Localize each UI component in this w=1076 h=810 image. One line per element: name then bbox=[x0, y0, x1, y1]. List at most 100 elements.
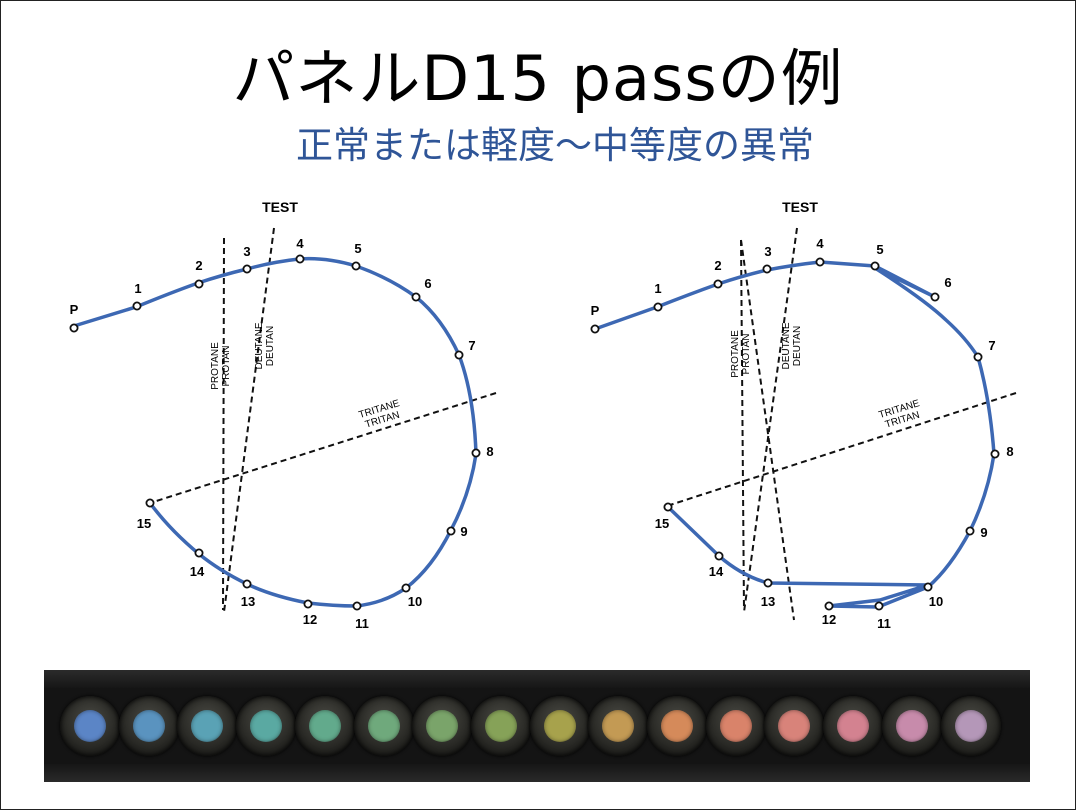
deutan-label-line1: DEUTANE bbox=[781, 322, 792, 369]
arrangement-curve bbox=[72, 256, 478, 608]
cap-label-9: 9 bbox=[460, 524, 467, 539]
cap-color-swatch bbox=[484, 710, 517, 742]
cap-marker-1 bbox=[653, 302, 663, 312]
cap-label-13: 13 bbox=[241, 594, 255, 609]
color-cap-7 bbox=[412, 696, 473, 756]
cap-label-7: 7 bbox=[468, 338, 475, 353]
protan-axis-line bbox=[222, 237, 225, 611]
cap-label-8: 8 bbox=[486, 444, 493, 459]
cap-marker-8 bbox=[990, 449, 1000, 459]
color-cap-3 bbox=[177, 696, 238, 756]
cap-marker-15 bbox=[663, 502, 673, 512]
cap-color-swatch bbox=[719, 710, 752, 742]
test-label: TEST bbox=[782, 199, 818, 215]
color-cap-13 bbox=[764, 696, 825, 756]
protan-label-line2: PROTAN bbox=[221, 346, 232, 387]
cap-marker-3 bbox=[762, 264, 772, 274]
cap-label-15: 15 bbox=[655, 516, 669, 531]
cap-label-6: 6 bbox=[944, 275, 951, 290]
cap-color-swatch bbox=[132, 710, 165, 742]
d15-diagrams: TEST PROTANE PROTAN DEUTANE DEUTAN TRITA… bbox=[69, 199, 1017, 631]
d15-diagram-normal: TEST PROTANE PROTAN DEUTANE DEUTAN TRITA… bbox=[69, 199, 497, 631]
cap-label-14: 14 bbox=[190, 564, 205, 579]
cap-color-swatch bbox=[543, 710, 576, 742]
protan-label-line1: PROTANE bbox=[210, 342, 221, 390]
cap-marker-7 bbox=[973, 352, 983, 362]
cap-marker-15 bbox=[145, 498, 155, 508]
cap-marker-5 bbox=[870, 261, 880, 271]
d15-diagram-mild-anomaly: TEST PROTANE PROTAN DEUTANE DEUTAN TRITA… bbox=[590, 199, 1017, 631]
cap-label-9: 9 bbox=[980, 525, 987, 540]
cap-label-5: 5 bbox=[354, 241, 361, 256]
color-cap-12 bbox=[705, 696, 766, 756]
protan-label-line1: PROTANE bbox=[730, 330, 741, 378]
cap-label-14: 14 bbox=[709, 564, 724, 579]
protan-label-line2: PROTAN bbox=[741, 334, 752, 375]
protan-axis-line bbox=[740, 239, 745, 611]
cap-label-13: 13 bbox=[761, 594, 775, 609]
slide-title: パネルD15 passの例 bbox=[232, 42, 844, 115]
cap-marker-6 bbox=[411, 292, 421, 302]
cap-label-12: 12 bbox=[303, 612, 317, 627]
cap-marker-p bbox=[69, 323, 79, 333]
color-cap-2 bbox=[118, 696, 179, 756]
cap-color-swatch bbox=[661, 710, 693, 742]
color-cap-5 bbox=[294, 696, 355, 756]
deutan-axis-line-2 bbox=[740, 239, 795, 621]
strip-rail-top bbox=[44, 670, 1030, 688]
cap-label-11: 11 bbox=[355, 616, 369, 631]
cap-label-7: 7 bbox=[988, 338, 995, 353]
cap-marker-9 bbox=[965, 526, 975, 536]
cap-marker-p bbox=[590, 324, 600, 334]
color-cap-10 bbox=[588, 696, 649, 756]
cap-marker-2 bbox=[713, 279, 723, 289]
cap-marker-4 bbox=[815, 257, 825, 267]
cap-label-5: 5 bbox=[876, 242, 883, 257]
cap-marker-1 bbox=[132, 301, 142, 311]
cap-marker-14 bbox=[194, 548, 204, 558]
deutan-axis-line bbox=[743, 227, 798, 613]
cap-marker-7 bbox=[454, 350, 464, 360]
deutan-label-line2: DEUTAN bbox=[792, 326, 803, 366]
cap-marker-8 bbox=[471, 448, 481, 458]
cap-label-12: 12 bbox=[822, 612, 836, 627]
deutan-label-line2: DEUTAN bbox=[265, 326, 276, 366]
strip-rail-bottom bbox=[44, 764, 1030, 782]
cap-marker-10 bbox=[401, 583, 411, 593]
protan-axis-label: PROTANE PROTAN bbox=[210, 342, 232, 390]
tritan-axis-label: TRITANE TRITAN bbox=[358, 398, 402, 430]
cap-color-swatch bbox=[954, 710, 987, 742]
cap-label-2: 2 bbox=[714, 258, 721, 273]
color-cap-14 bbox=[823, 696, 884, 756]
cap-label-4: 4 bbox=[296, 236, 304, 251]
tritan-axis-line bbox=[149, 392, 497, 504]
color-cap-1 bbox=[60, 696, 120, 756]
test-label: TEST bbox=[262, 199, 298, 215]
cap-marker-9 bbox=[446, 526, 456, 536]
color-cap-9 bbox=[529, 696, 590, 756]
deutan-axis-label: DEUTANE DEUTAN bbox=[254, 322, 276, 369]
cap-marker-13 bbox=[763, 578, 773, 588]
cap-marker-14 bbox=[714, 551, 724, 561]
cap-label-8: 8 bbox=[1006, 444, 1013, 459]
tritan-axis-label: TRITANE TRITAN bbox=[878, 398, 922, 430]
protan-axis-label: PROTANE PROTAN bbox=[730, 330, 752, 378]
color-cap-16 bbox=[940, 696, 1001, 756]
cap-color-swatch bbox=[426, 710, 459, 742]
cap-color-swatch bbox=[308, 710, 341, 742]
cap-marker-5 bbox=[351, 261, 361, 271]
color-cap-6 bbox=[353, 696, 414, 756]
cap-marker-12 bbox=[824, 601, 834, 611]
cap-color-swatch bbox=[367, 710, 400, 742]
cap-color-swatch bbox=[250, 710, 283, 742]
cap-label-2: 2 bbox=[195, 258, 202, 273]
cap-color-swatch bbox=[74, 710, 106, 742]
cap-label-p: P bbox=[70, 302, 79, 317]
cap-label-3: 3 bbox=[764, 244, 771, 259]
cap-color-swatch bbox=[778, 710, 811, 742]
cap-label-15: 15 bbox=[137, 516, 151, 531]
slide-subtitle: 正常または軽度～中等度の異常 bbox=[296, 124, 814, 167]
deutan-axis-label: DEUTANE DEUTAN bbox=[781, 322, 803, 369]
